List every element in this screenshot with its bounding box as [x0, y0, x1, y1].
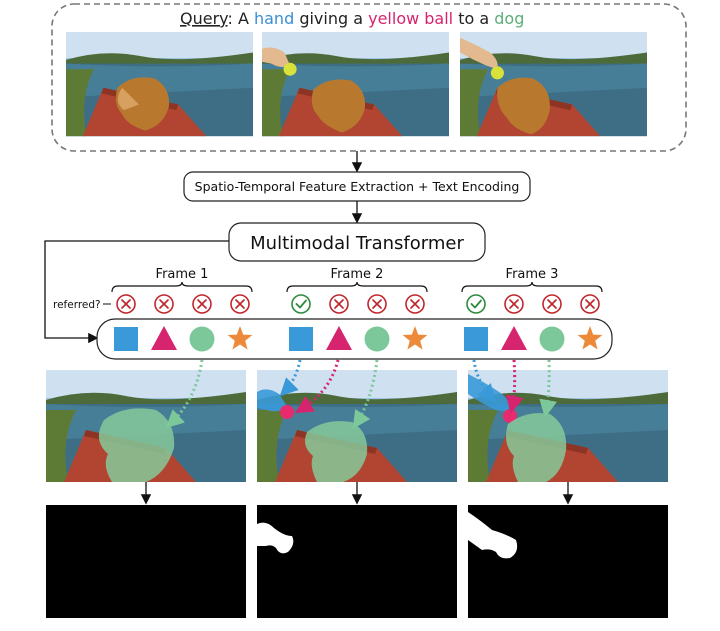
query-panel [51, 3, 687, 152]
frame-label: Frame 2 [331, 267, 384, 282]
star-icon [402, 326, 428, 350]
prediction-frame-3 [468, 370, 668, 482]
triangle-icon [151, 326, 177, 350]
mask-frame-1 [46, 505, 246, 618]
query-segment: yellow ball [368, 9, 453, 28]
query-frame-3 [460, 32, 647, 137]
prediction-frame-1 [46, 370, 246, 482]
transformer-box [228, 222, 486, 262]
square-icon [464, 327, 488, 351]
query-segment: hand [254, 9, 294, 28]
check-icon [291, 294, 311, 314]
check-icon [466, 294, 486, 314]
connector-f3-square [472, 359, 496, 403]
circle-icon [364, 326, 390, 352]
query-colon: : [227, 9, 232, 28]
triangle-icon [501, 326, 527, 350]
query-segment: dog [494, 9, 524, 28]
transformer-output-line [44, 240, 229, 344]
cross-icon [192, 294, 212, 314]
cross-icon [504, 294, 524, 314]
star-icon [227, 326, 253, 350]
connector-f1-circle [165, 359, 204, 429]
connector-f2-circle [352, 359, 379, 429]
star-icon [577, 326, 603, 350]
query-text: Query: A hand giving a yellow ball to a … [180, 9, 524, 28]
cross-icon [580, 294, 600, 314]
referred-label: referred? [53, 299, 101, 311]
frame-brace [111, 281, 253, 293]
query-frame-1 [66, 32, 254, 137]
frame-brace [286, 281, 428, 293]
referred-marks [116, 294, 600, 314]
prediction-frame-2 [257, 370, 457, 482]
cross-icon [116, 294, 136, 314]
shape-row [114, 326, 603, 352]
cross-icon [367, 294, 387, 314]
query-label: Query [180, 9, 228, 28]
query-segment: giving a [294, 9, 368, 28]
transformer-label: Multimodal Transformer [250, 233, 464, 254]
circle-icon [189, 326, 215, 352]
cross-icon [405, 294, 425, 314]
query-frame-2 [262, 32, 449, 137]
square-icon [289, 327, 313, 351]
query-segment: to a [453, 9, 494, 28]
frame-headers: Frame 1 Frame 2 Frame 3 [111, 267, 603, 293]
mask-frame-2 [257, 505, 457, 618]
connector-f2-triangle [294, 359, 340, 414]
feature-extraction-label: Spatio-Temporal Feature Extraction + Tex… [195, 179, 520, 194]
query-shapes-panel [96, 318, 613, 360]
square-icon [114, 327, 138, 351]
frame-label: Frame 1 [156, 267, 209, 282]
cross-icon [154, 294, 174, 314]
frame-brace [461, 281, 603, 293]
triangle-icon [326, 326, 352, 350]
cross-icon [230, 294, 250, 314]
frame-label: Frame 3 [506, 267, 559, 282]
cross-icon [329, 294, 349, 314]
mask-frame-3 [468, 505, 668, 618]
circle-icon [539, 326, 565, 352]
cross-icon [542, 294, 562, 314]
query-segment: A [233, 9, 254, 28]
